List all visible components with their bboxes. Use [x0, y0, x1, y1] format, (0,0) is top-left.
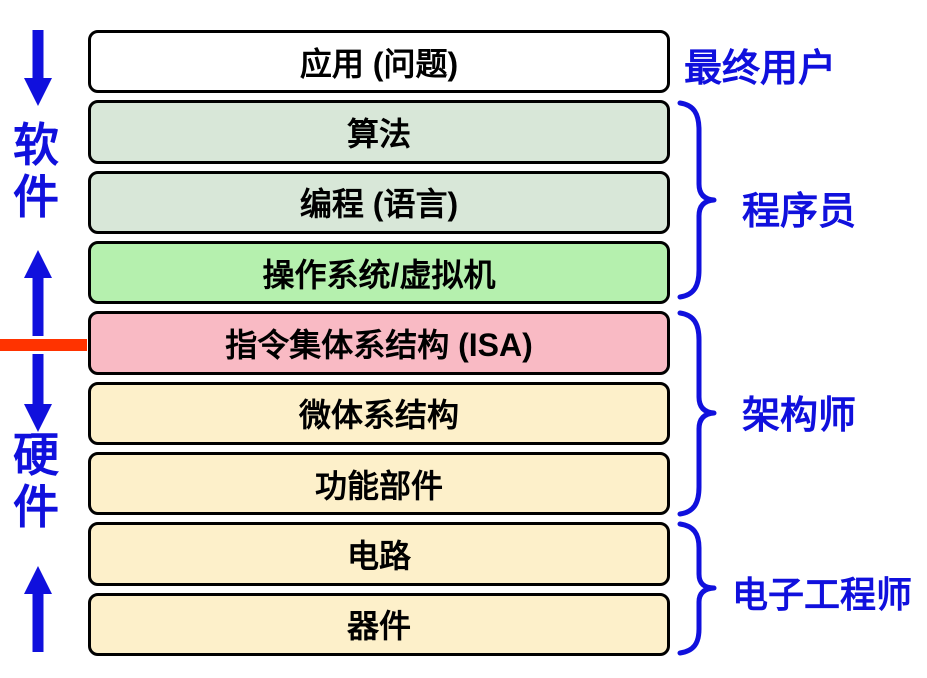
layer-microarchitecture-label: 微体系结构	[298, 397, 459, 434]
hardware-up-arrow-icon	[24, 566, 52, 652]
software-down-arrow-icon	[24, 30, 52, 106]
layer-stack: 应用 (问题) 算法 编程 (语言) 操作系统/虚拟机 指令集体系结构 (ISA…	[88, 30, 670, 656]
layer-circuits-label: 电路	[346, 537, 411, 574]
layer-microarchitecture: 微体系结构	[88, 381, 670, 445]
programmer-label: 程序员	[742, 191, 857, 233]
layer-os-vm: 操作系统/虚拟机	[88, 240, 670, 305]
layer-isa: 指令集体系结构 (ISA)	[88, 311, 670, 375]
layer-application-label: 应用 (问题)	[299, 45, 459, 82]
engineer-brace	[677, 521, 717, 656]
layer-os-vm-label: 操作系统/虚拟机	[262, 256, 496, 293]
software-label: 软件	[13, 119, 59, 223]
layer-circuits: 电路	[88, 522, 670, 586]
software-up-arrow-icon	[24, 250, 52, 336]
programmer-brace	[677, 100, 717, 300]
layer-application: 应用 (问题)	[88, 30, 670, 94]
hardware-down-arrow-icon	[24, 354, 52, 432]
layer-algorithm-label: 算法	[346, 115, 411, 152]
end-user-label: 最终用户	[684, 48, 837, 90]
hardware-label: 硬件	[13, 429, 59, 533]
layer-devices-label: 器件	[346, 608, 411, 645]
hw-sw-divider-line	[0, 339, 87, 351]
layer-programming: 编程 (语言)	[88, 170, 670, 234]
layer-devices: 器件	[88, 592, 670, 656]
engineer-label: 电子工程师	[732, 574, 913, 615]
layer-programming-label: 编程 (语言)	[299, 186, 459, 223]
architect-brace	[677, 310, 717, 517]
layer-algorithm: 算法	[88, 100, 670, 164]
layer-functional-units: 功能部件	[88, 451, 670, 516]
architect-label: 架构师	[742, 395, 857, 437]
layer-functional-units-label: 功能部件	[314, 467, 443, 504]
layer-isa-label: 指令集体系结构 (ISA)	[225, 326, 533, 363]
